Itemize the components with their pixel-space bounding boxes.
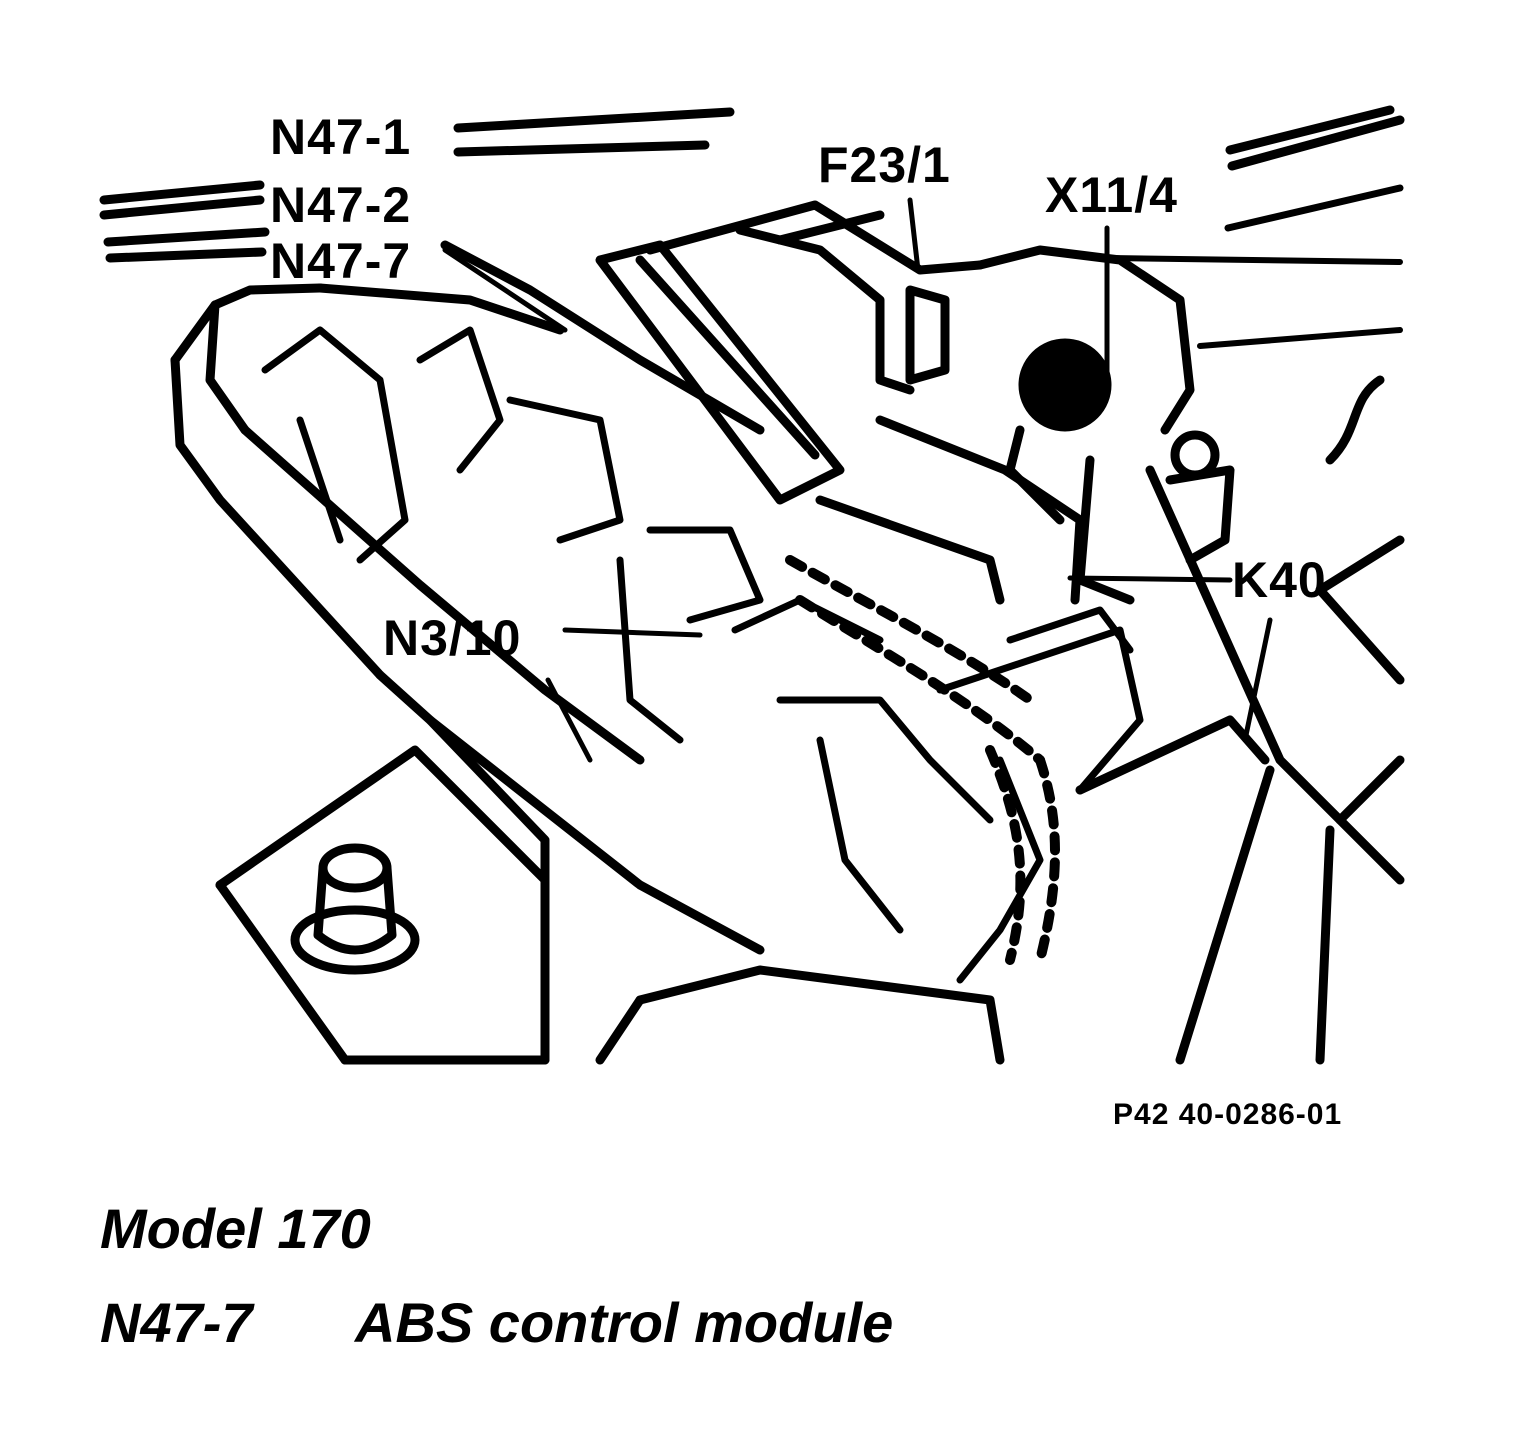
frame-right <box>595 375 1405 1065</box>
wiring-harness <box>785 555 1060 965</box>
legend-code: N47-7 <box>100 1291 253 1354</box>
module-housing <box>170 200 1195 1065</box>
legend-description: ABS control module <box>355 1291 894 1354</box>
ground-terminal <box>1005 338 1235 565</box>
callout-k40: K40 <box>1232 552 1327 608</box>
callout-n47-2: N47-2 <box>270 177 412 233</box>
callout-f23-1: F23/1 <box>818 137 951 193</box>
callout-n3-10: N3/10 <box>383 610 522 666</box>
callout-n47-1: N47-1 <box>270 109 412 165</box>
figure-code: P42 40-0286-01 <box>1113 1098 1343 1131</box>
connector-details <box>261 326 1144 984</box>
background-panel-lines <box>99 105 1405 349</box>
engine-compartment-line-drawing <box>99 105 1405 1065</box>
caption-model: Model 170 <box>100 1197 371 1260</box>
relay-cover <box>595 225 1085 605</box>
mounting-bracket <box>215 745 550 1065</box>
callout-x11-4: X11/4 <box>1045 167 1178 223</box>
leader-lines <box>442 197 1273 763</box>
caption-legend-item: N47-7 ABS control module <box>100 1290 893 1355</box>
callout-n47-7: N47-7 <box>270 233 412 289</box>
